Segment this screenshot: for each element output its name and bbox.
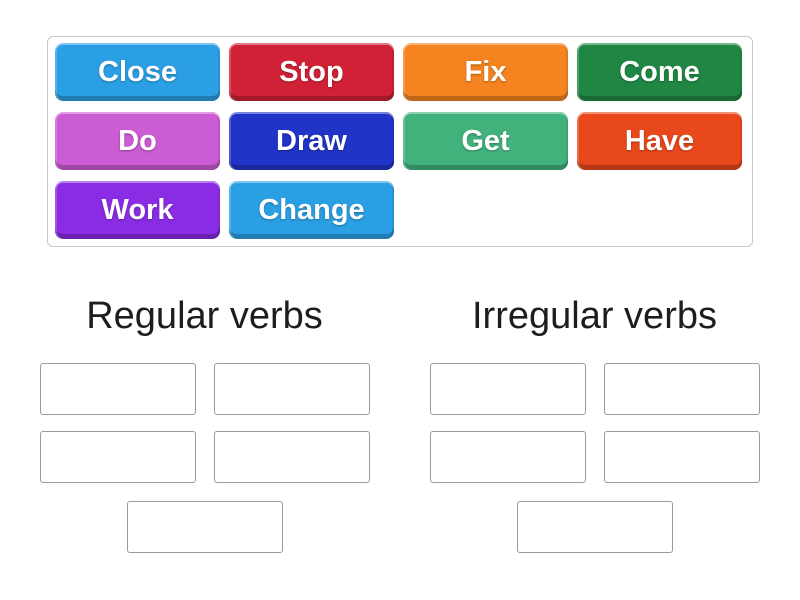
drop-slot[interactable] <box>39 431 196 483</box>
regular-slots <box>39 363 370 553</box>
slot-row <box>39 501 370 553</box>
group-irregular-verbs: Irregular verbs <box>428 290 761 553</box>
tile-change[interactable]: Change <box>229 181 394 239</box>
drop-slot[interactable] <box>213 431 370 483</box>
slot-row <box>39 431 370 483</box>
group-title-irregular: Irregular verbs <box>472 295 717 337</box>
drop-slot[interactable] <box>39 363 196 415</box>
tile-come[interactable]: Come <box>577 43 742 101</box>
tile-close[interactable]: Close <box>55 43 220 101</box>
word-tray: Close Stop Fix Come Do Draw Get Have Wor… <box>47 36 753 247</box>
tile-get[interactable]: Get <box>403 112 568 170</box>
tile-fix[interactable]: Fix <box>403 43 568 101</box>
drop-slot[interactable] <box>516 501 673 553</box>
slot-row <box>39 363 370 415</box>
tile-stop[interactable]: Stop <box>229 43 394 101</box>
tile-have[interactable]: Have <box>577 112 742 170</box>
tile-do[interactable]: Do <box>55 112 220 170</box>
drop-slot[interactable] <box>603 431 760 483</box>
drop-slot[interactable] <box>429 431 586 483</box>
tile-draw[interactable]: Draw <box>229 112 394 170</box>
slot-row <box>428 431 761 483</box>
slot-row <box>428 363 761 415</box>
drop-slot[interactable] <box>603 363 760 415</box>
group-title-regular: Regular verbs <box>86 295 323 337</box>
drop-slot[interactable] <box>213 363 370 415</box>
drop-slot[interactable] <box>429 363 586 415</box>
slot-row <box>428 501 761 553</box>
tile-work[interactable]: Work <box>55 181 220 239</box>
group-regular-verbs: Regular verbs <box>39 290 370 553</box>
irregular-slots <box>428 363 761 553</box>
drop-slot[interactable] <box>126 501 283 553</box>
